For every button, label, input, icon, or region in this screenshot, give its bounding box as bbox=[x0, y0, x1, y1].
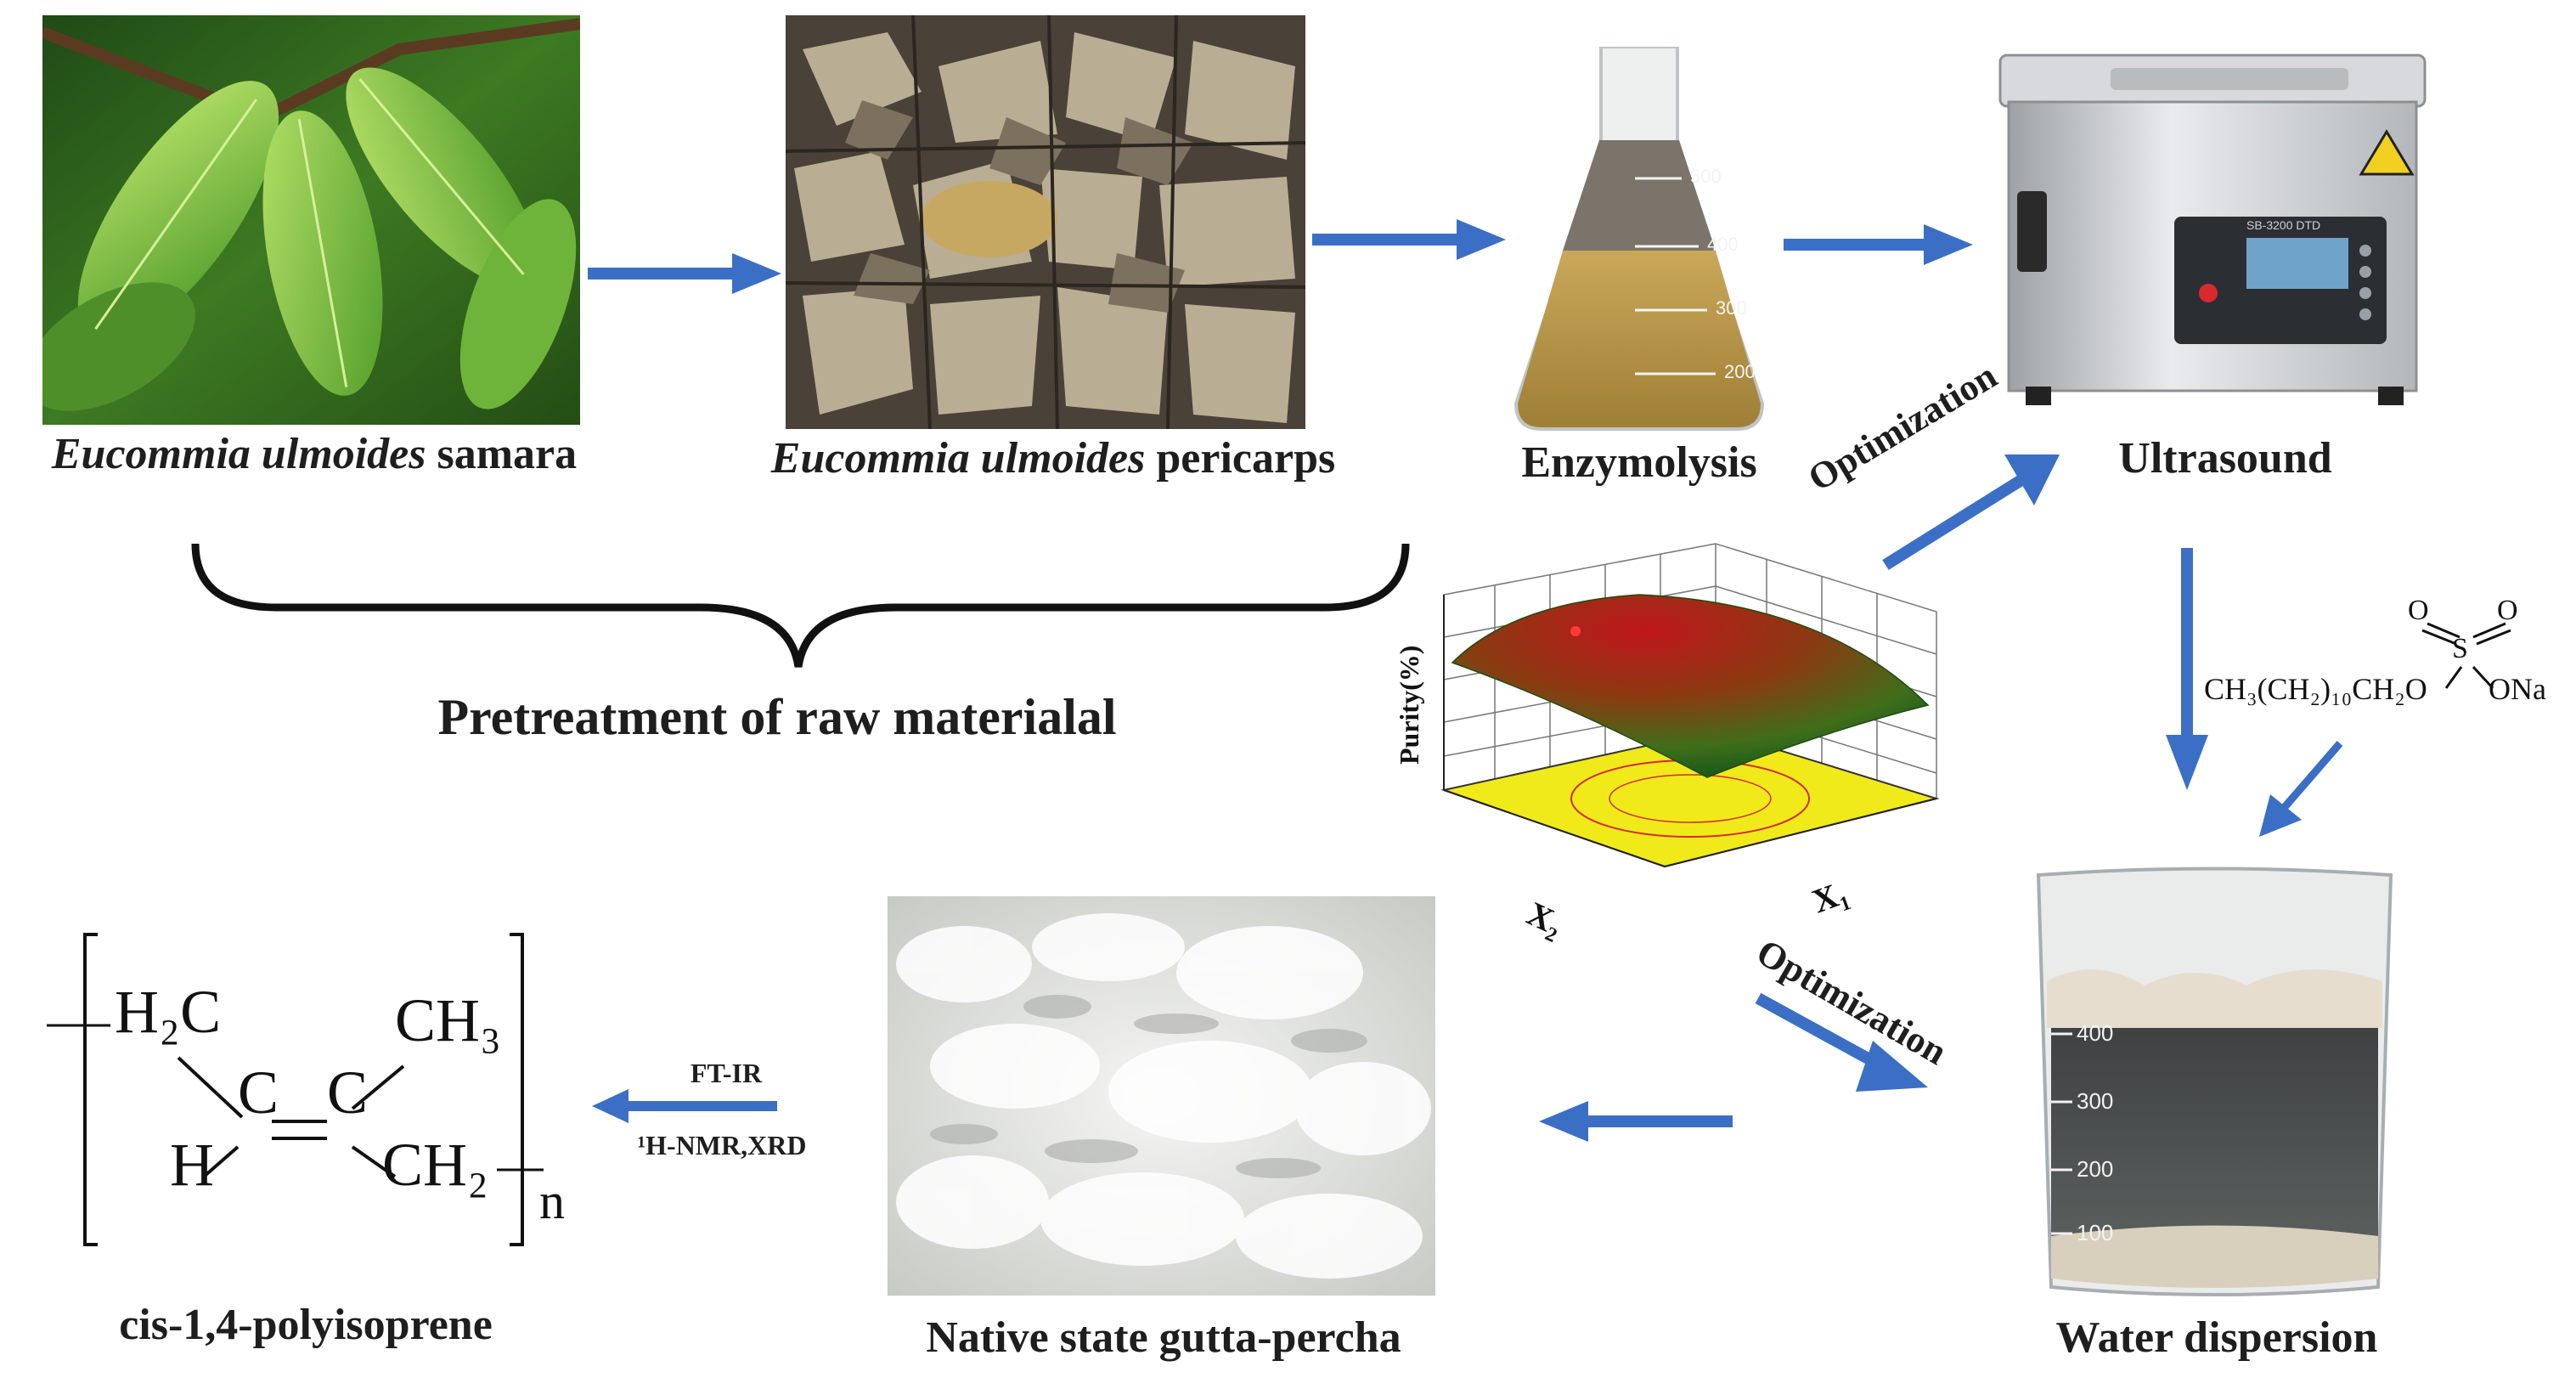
polymer-c-left: C bbox=[238, 1059, 279, 1126]
polymer-ch3: CH₃ bbox=[395, 986, 502, 1054]
arrow-optimization-upper bbox=[1882, 455, 2060, 570]
flask-mark-400: 400 bbox=[1707, 234, 1739, 255]
beaker-mark-300: 300 bbox=[2077, 1088, 2113, 1114]
polymer-n: n bbox=[539, 1173, 565, 1229]
sds-ona: ONa bbox=[2489, 672, 2546, 706]
beaker-mark-100: 100 bbox=[2077, 1220, 2113, 1245]
enzymolysis-caption: Enzymolysis bbox=[1521, 438, 1757, 487]
flask-photo: 500 400 300 200 bbox=[1508, 47, 1771, 433]
arrow-right-1 bbox=[588, 253, 781, 294]
arrow-right-3 bbox=[1784, 224, 1973, 265]
samara-photo bbox=[42, 15, 580, 425]
samara-caption-plain: samara bbox=[426, 430, 578, 478]
samara-caption-italic: Eucommia ulmoides bbox=[51, 430, 426, 478]
ultrasound-caption: Ultrasound bbox=[2118, 434, 2332, 483]
arrow-left-1 bbox=[1539, 1101, 1733, 1142]
nmr-xrd-label: ¹H-NMR,XRD bbox=[637, 1130, 807, 1160]
sds-chain: CH₃(CH₂)₁₀CH₂O bbox=[2204, 672, 2427, 706]
water-dispersion-caption: Water dispersion bbox=[2055, 1313, 2378, 1362]
sds-bonds bbox=[2421, 622, 2511, 690]
pericarps-photo bbox=[786, 15, 1305, 429]
pretreatment-caption: Pretreatment of raw materialal bbox=[437, 689, 1117, 745]
polymer-h2c: H₂C bbox=[115, 978, 222, 1046]
pericarps-caption: Eucommia ulmoides pericarps bbox=[747, 433, 1359, 483]
flask-mark-300: 300 bbox=[1716, 297, 1747, 319]
polymer-h: H bbox=[170, 1131, 214, 1199]
flask-mark-200: 200 bbox=[1724, 361, 1756, 382]
gutta-percha-caption: Native state gutta-percha bbox=[926, 1313, 1401, 1362]
polymer-ch2: CH₂ bbox=[382, 1131, 489, 1199]
beaker-mark-200: 200 bbox=[2077, 1156, 2113, 1182]
pericarps-caption-italic: Eucommia ulmoides bbox=[770, 434, 1146, 483]
response-surface-plot: Purity(%) X₂ X₁ bbox=[1394, 543, 1940, 943]
arrow-down-main bbox=[2166, 548, 2208, 790]
ultrasound-photo: SB-3200 DTD bbox=[1992, 38, 2438, 412]
surface-x2-label: X₂ bbox=[1521, 894, 1569, 943]
arrow-right-2 bbox=[1312, 219, 1506, 260]
sds-o-left: O bbox=[2408, 595, 2429, 626]
beaker-mark-400: 400 bbox=[2077, 1020, 2113, 1046]
polymer-c-right: C bbox=[327, 1059, 369, 1126]
arrow-sds-diagonal bbox=[2259, 741, 2343, 837]
pericarps-caption-plain: pericarps bbox=[1145, 434, 1336, 483]
sds-s: S bbox=[2452, 633, 2468, 664]
device-model-text: SB-3200 DTD bbox=[2246, 218, 2320, 232]
surface-x1-label: X₁ bbox=[1807, 872, 1853, 920]
ftir-label: FT-IR bbox=[690, 1058, 763, 1088]
polyisoprene-caption: cis-1,4-polyisoprene bbox=[119, 1301, 493, 1349]
beaker-photo: 400 300 200 100 bbox=[2026, 862, 2404, 1304]
pretreatment-brace bbox=[191, 543, 1410, 668]
sds-o-right: O bbox=[2497, 595, 2518, 626]
flask-mark-500: 500 bbox=[1690, 166, 1722, 187]
surface-z-label: Purity(%) bbox=[1394, 646, 1424, 765]
arrow-optimization-lower bbox=[1755, 992, 1928, 1092]
polymer-brackets bbox=[47, 933, 544, 1246]
gutta-percha-photo bbox=[888, 896, 1435, 1296]
arrow-left-2 bbox=[592, 1089, 777, 1123]
samara-caption: Eucommia ulmoides samara bbox=[17, 429, 612, 479]
